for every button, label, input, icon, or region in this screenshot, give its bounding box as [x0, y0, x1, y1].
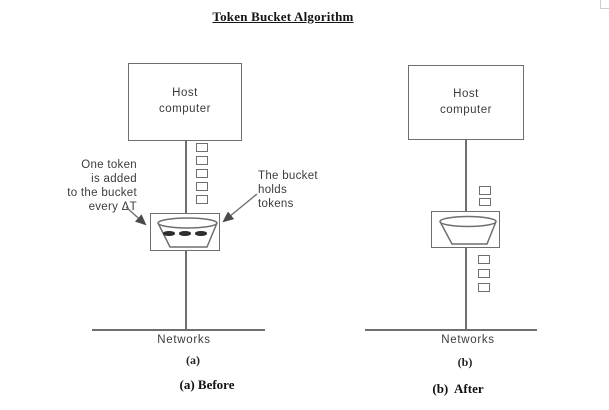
wire-a-lower [185, 251, 187, 330]
token-square-icon [196, 195, 208, 204]
bucket-icon-b [439, 215, 497, 245]
panel-sublabel-b: (b) [457, 355, 473, 369]
network-line-a [92, 329, 265, 331]
network-label-b: Networks [441, 334, 495, 346]
token-square-icon [196, 156, 208, 165]
annotation-one-token: One token is added to the bucket every Δ… [67, 159, 137, 213]
corner-artifact-square [600, 0, 609, 9]
panel-sublabel-a: (a) [186, 353, 200, 367]
host-computer-label-a: Host computer [159, 87, 211, 115]
host-computer-box-a: Host computer [128, 63, 242, 141]
token-square-icon [478, 283, 490, 292]
token-square-icon [479, 186, 491, 195]
token-dash-icon [179, 231, 191, 236]
token-stack-above-bucket-b [479, 186, 491, 206]
wire-a-upper [185, 140, 187, 213]
network-line-b [365, 329, 537, 331]
figure-title: Token Bucket Algorithm [212, 9, 354, 24]
host-computer-label-b: Host computer [440, 87, 492, 116]
network-label-a: Networks [157, 334, 211, 346]
annotation-bucket-holds: The bucket holds tokens [258, 170, 318, 210]
token-square-icon [196, 182, 208, 191]
token-square-icon [196, 169, 208, 178]
token-dash-icon [195, 231, 207, 236]
token-stack-below-bucket-b [478, 255, 490, 292]
token-square-icon [479, 197, 491, 206]
token-square-icon [196, 143, 208, 152]
token-square-icon [478, 255, 490, 264]
host-computer-box-b: Host computer [408, 65, 524, 140]
token-square-icon [478, 269, 490, 278]
wire-b-lower [465, 247, 467, 330]
wire-b-upper [465, 139, 467, 211]
panel-caption-before: (a) Before [179, 377, 235, 392]
token-stack-wire-a [196, 143, 208, 204]
bucket-tokens-a [163, 231, 207, 236]
panel-caption-after: (b) After [432, 381, 484, 396]
bucket-box-b [431, 211, 500, 248]
token-dash-icon [163, 231, 175, 236]
arrow-right-icon [222, 193, 258, 223]
